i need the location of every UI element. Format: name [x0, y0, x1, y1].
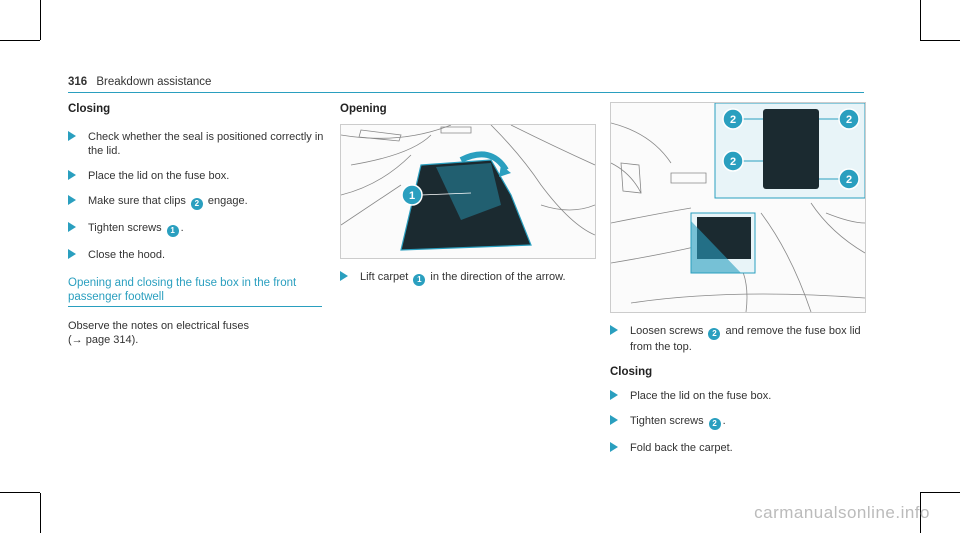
- figure-callout-1: 1: [409, 190, 415, 202]
- figure-callout-2: 2: [730, 156, 736, 168]
- callout-badge: 1: [166, 225, 179, 237]
- section-heading: Opening and closing the fuse box in the …: [68, 277, 297, 303]
- column-2: Opening: [340, 102, 596, 130]
- figure-lift-carpet: 1: [340, 124, 596, 259]
- arrow-icon: [68, 195, 76, 205]
- fuse-box-illustration: 2 2 2 2: [611, 103, 865, 312]
- closing-heading: Closing: [610, 366, 653, 378]
- crop-mark: [920, 493, 921, 533]
- crop-mark: [920, 492, 960, 493]
- crop-mark: [920, 0, 921, 40]
- step: Lift carpet 1 in the direction of the ar…: [340, 270, 596, 286]
- arrow-icon: [68, 170, 76, 180]
- step: Tighten screws 1.: [68, 221, 326, 237]
- crop-mark: [40, 493, 41, 533]
- footwell-illustration: 1: [341, 125, 595, 251]
- arrow-icon: [610, 325, 618, 335]
- figure-callout-2: 2: [846, 174, 852, 186]
- header-divider: [68, 92, 864, 93]
- arrow-icon: [610, 390, 618, 400]
- crop-mark: [0, 492, 40, 493]
- closing-heading: Closing: [68, 103, 111, 115]
- crop-mark: [920, 40, 960, 41]
- section-divider: [68, 306, 322, 307]
- column-2-step: Lift carpet 1 in the direction of the ar…: [340, 270, 596, 297]
- step: Fold back the carpet.: [610, 441, 866, 455]
- column-1: Closing Check whether the seal is positi…: [68, 102, 326, 347]
- crop-mark: [0, 40, 40, 41]
- watermark: carmanualsonline.info: [754, 503, 930, 522]
- page-number: 316: [68, 76, 88, 88]
- callout-badge: 2: [190, 198, 203, 210]
- arrow-icon: [340, 271, 348, 281]
- step: Tighten screws 2.: [610, 414, 866, 430]
- step: Make sure that clips 2 engage.: [68, 194, 326, 210]
- step: Place the lid on the fuse box.: [68, 169, 326, 183]
- step: Place the lid on the fuse box.: [610, 389, 866, 403]
- figure-callout-2: 2: [730, 114, 736, 126]
- opening-heading: Opening: [340, 103, 387, 115]
- step: Close the hood.: [68, 248, 326, 262]
- step: Loosen screws 2 and remove the fuse box …: [610, 324, 866, 354]
- arrow-icon: [68, 131, 76, 141]
- page-header: 316 Breakdown assistance: [68, 76, 211, 88]
- page-reference-link[interactable]: (→ page 314).: [68, 334, 139, 346]
- column-3: Loosen screws 2 and remove the fuse box …: [610, 324, 866, 466]
- arrow-icon: [610, 415, 618, 425]
- crop-mark: [40, 0, 41, 40]
- figure-fuse-box: 2 2 2 2: [610, 102, 866, 313]
- figure-callout-2: 2: [846, 114, 852, 126]
- callout-badge: 2: [708, 418, 721, 430]
- arrow-icon: [610, 442, 618, 452]
- observe-note: Observe the notes on electrical fuses: [68, 320, 249, 332]
- callout-badge: 2: [708, 328, 721, 340]
- step: Check whether the seal is positioned cor…: [68, 130, 326, 158]
- arrow-icon: [68, 249, 76, 259]
- callout-badge: 1: [413, 274, 426, 286]
- arrow-icon: [68, 222, 76, 232]
- section-title: Breakdown assistance: [96, 76, 212, 88]
